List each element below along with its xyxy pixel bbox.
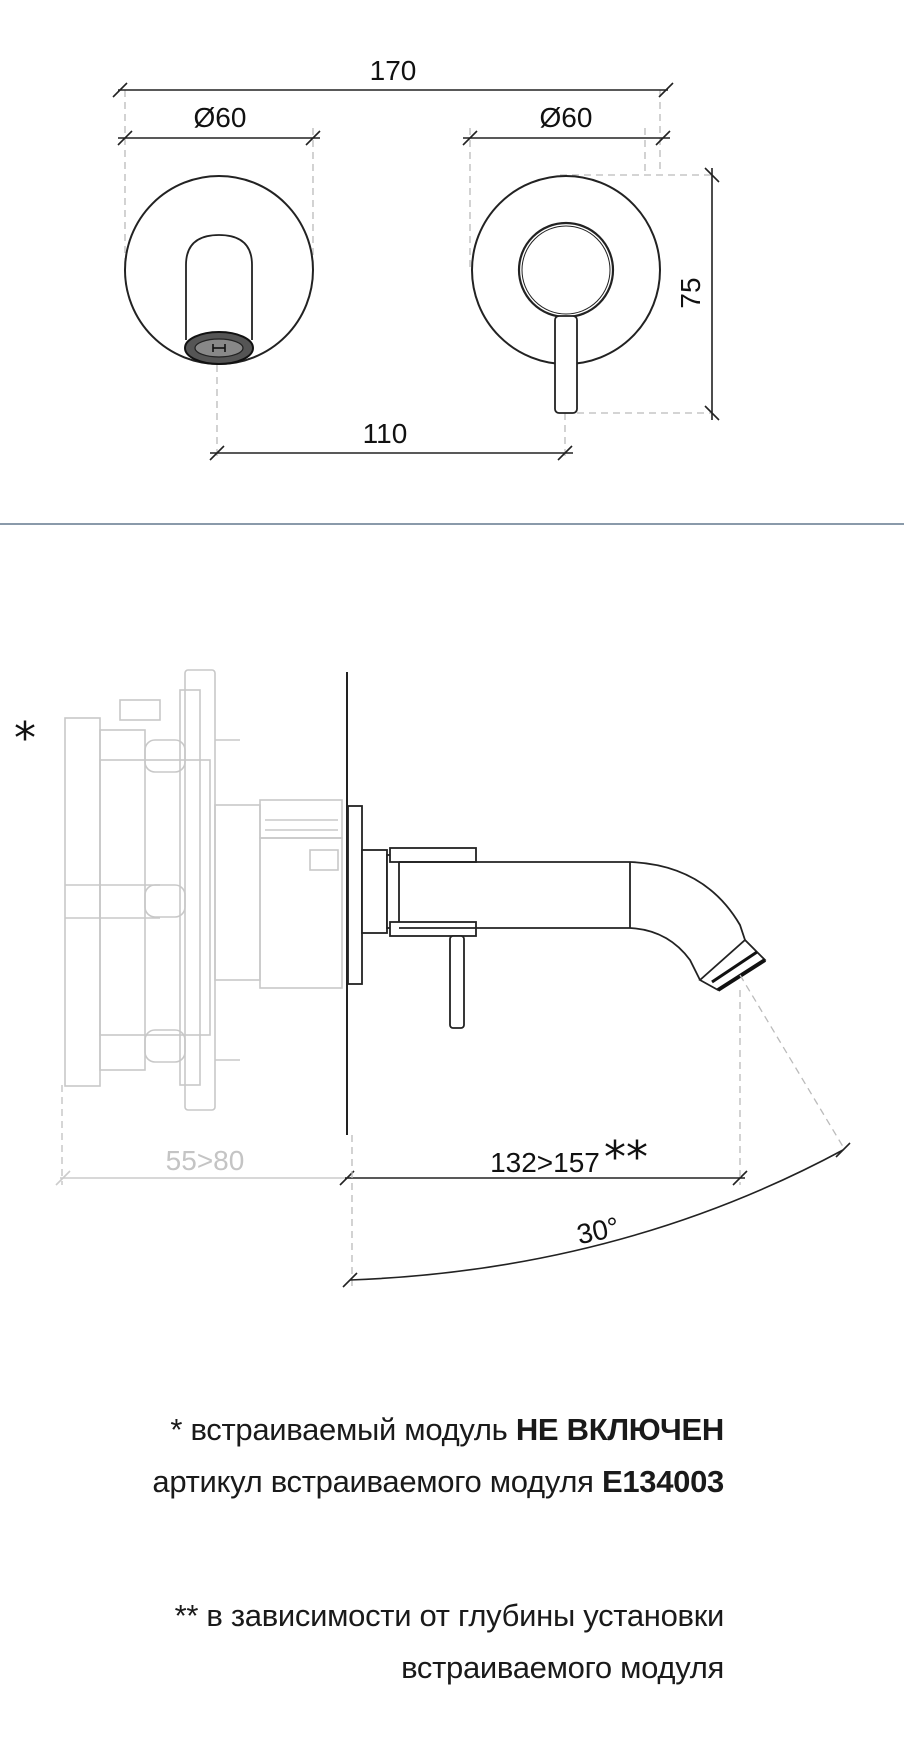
- depth-notes: ** в зависимости от глубины установки вс…: [174, 1590, 725, 1694]
- dim-overall-width: 170: [370, 55, 417, 86]
- dim-spout-projection: 132>157: [490, 1147, 600, 1178]
- note-module-not-included: * встраиваемый модуль НЕ ВКЛЮЧЕН: [152, 1404, 724, 1456]
- note1-text: * встраиваемый модуль: [170, 1412, 516, 1447]
- front-view: [112, 82, 720, 461]
- dim-left-diameter: Ø60: [194, 102, 247, 133]
- note-module-article: артикул встраиваемого модуля E134003: [152, 1456, 724, 1508]
- dim-angle: 30°: [574, 1211, 622, 1250]
- side-view: [346, 672, 767, 1135]
- dim-module-depth: 55>80: [166, 1145, 245, 1176]
- concealed-module: [64, 669, 343, 1111]
- note2-text: артикул встраиваемого модуля: [152, 1464, 602, 1499]
- dim-spout-to-lever: 110: [363, 418, 408, 449]
- side-view-dimensions: [55, 974, 851, 1290]
- dim-height: 75: [675, 277, 706, 308]
- dim-right-diameter: Ø60: [540, 102, 593, 133]
- note2-article-code: E134003: [601, 1464, 724, 1499]
- module-notes: * встраиваемый модуль НЕ ВКЛЮЧЕН артикул…: [152, 1404, 724, 1508]
- note-depth-line1: ** в зависимости от глубины установки: [174, 1598, 725, 1633]
- projection-note-mark: **: [604, 1132, 648, 1183]
- note-depth-line2: встраиваемого модуля: [401, 1650, 724, 1685]
- note1-bold: НЕ ВКЛЮЧЕН: [515, 1412, 724, 1447]
- module-not-included-mark: *: [14, 713, 36, 764]
